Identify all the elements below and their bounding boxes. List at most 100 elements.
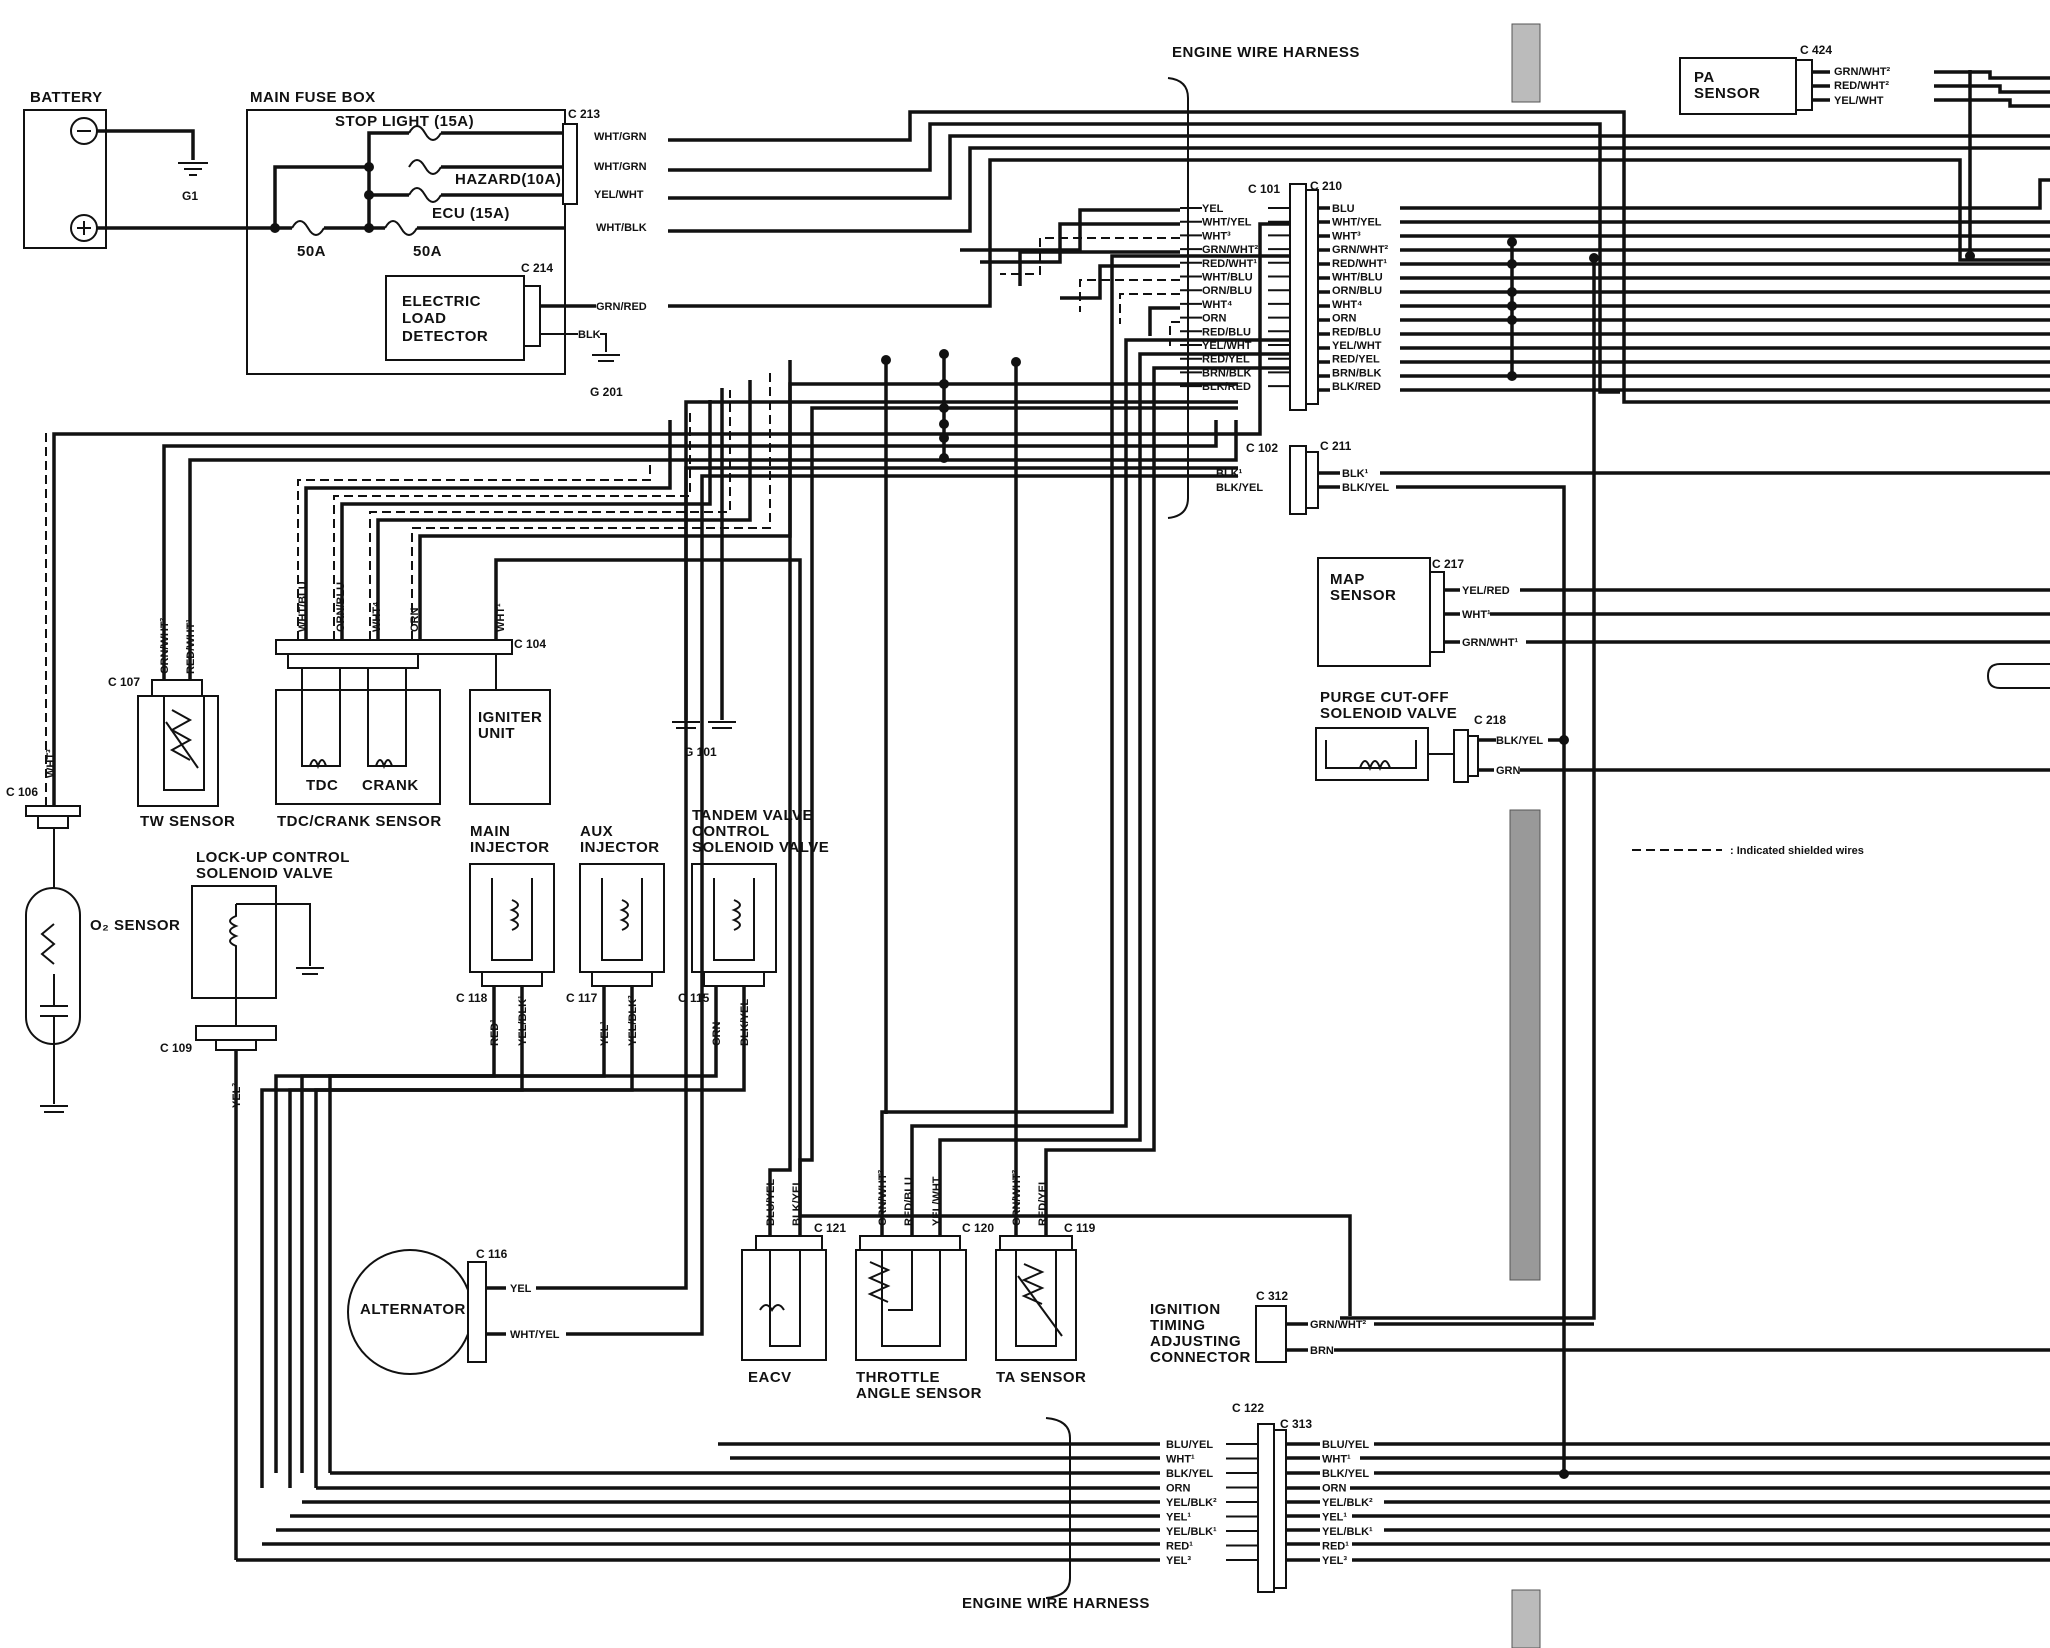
c313-right-wires [1286,1442,2050,1562]
connector-c107: C 107 [108,675,140,689]
wire-label: YEL [510,1283,532,1295]
connector-c210-label: C 210 [1310,179,1342,193]
eacv [741,1235,827,1361]
igniter-unit [469,689,551,805]
igniter-label: UNIT [478,725,515,742]
ground-label-g101: G 101 [684,745,717,759]
ta-sensor-label: TA SENSOR [996,1369,1086,1386]
connector-c211-label: C 211 [1320,439,1352,453]
injector-connector: C 117 [566,991,598,1005]
tdc-label: TDC [306,777,338,794]
wire-label: RED¹ [1166,1541,1193,1553]
injector-label: TANDEM VALVE [692,807,813,824]
fuse-50a-2: 50A [413,243,442,260]
pa-sensor-label: SENSOR [1694,85,1760,102]
wire-label: WHT⁴ [1332,299,1363,311]
connector-c217: C 217 [1432,557,1464,571]
wire-label: YEL³ [1166,1555,1191,1567]
connector-c119: C 119 [1064,1221,1096,1235]
c101-left-wire-labels: YELWHT/YELWHT³GRN/WHT²RED/WHT¹WHT/BLUORN… [1180,203,1290,393]
connector-c424: C 424 [1800,43,1832,57]
connector-c120: C 120 [962,1221,994,1235]
wire-label: BLK¹ [1216,468,1243,480]
wire-label: GRN/WHT² [1332,244,1389,256]
wire-label: BLK/YEL [1342,482,1389,494]
wire-label: YEL/BLK¹ [1166,1526,1217,1538]
wire-label: WHT/BLU [1202,272,1253,284]
wire-label: RED¹ [1322,1541,1349,1553]
ground-label-g201: G 201 [590,385,623,399]
wire-label: WHT/GRN [594,161,647,173]
injector-label: INJECTOR [580,839,660,856]
injector-label: MAIN [470,823,510,840]
wire-label: ORN/BLU [1332,285,1382,297]
wire-label: ORN [1202,313,1227,325]
wire-label: YEL¹ [1322,1512,1347,1524]
wire-label: WHT³ [1202,230,1231,242]
connector-c213: C 213 [568,107,600,121]
map-sensor-label: SENSOR [1330,587,1396,604]
wire-label: BLU/YEL [1166,1439,1213,1451]
wire-label: YEL³ [1322,1555,1347,1567]
harness-label-bottom: ENGINE WIRE HARNESS [962,1595,1150,1612]
wire-label: YEL/BLK² [1322,1497,1373,1509]
ignition-label: CONNECTOR [1150,1349,1251,1366]
wire-label: BRN [1310,1345,1334,1357]
wire-label: GRN/WHT¹ [1462,637,1519,649]
injector-label: SOLENOID VALVE [692,839,829,856]
connector-c313-label: C 313 [1280,1417,1312,1431]
wire-label: GRN/RED [596,301,647,313]
ta-sensor [995,1235,1077,1361]
fuse-ecu: ECU (15A) [432,205,510,222]
wire-label: YEL/WHT [1332,340,1382,352]
wire-label: BLK¹ [1342,468,1369,480]
connector-c104 [275,639,513,655]
ground-icon [178,162,208,176]
wire-label: BLU/YEL [1322,1439,1369,1451]
wire-label: WHT¹ [495,603,507,632]
connector-c102 [1289,445,1307,515]
ignition-label: ADJUSTING [1150,1333,1241,1350]
wire-label: ORN [1332,313,1357,325]
fuse-stop-light: STOP LIGHT (15A) [335,113,474,130]
wire-label: GRN/WHT² [1202,244,1259,256]
wire-label: YEL/WHT [1834,95,1884,107]
wire-label: YEL/WHT [1202,340,1252,352]
lockup-label: SOLENOID VALVE [196,865,333,882]
wire-label: WHT³ [1332,230,1361,242]
wire-label: BLK/YEL [1166,1468,1213,1480]
c122-left-wire-labels: BLU/YELWHT¹BLK/YELORNYEL/BLK²YEL¹YEL/BLK… [1166,1439,1258,1567]
ignition-label: IGNITION [1150,1301,1221,1318]
wire-label: BLK/YEL [1216,482,1263,494]
wire-label: WHT/YEL [1202,217,1252,229]
wire-label: WHT/YEL [1332,217,1382,229]
wire-label: RED/WHT¹ [1332,258,1387,270]
throttle-angle-sensor [855,1235,967,1361]
wire-label: RED/BLU [1332,326,1381,338]
eld-label-line: LOAD [402,310,447,327]
wire-label: BLK/RED [1332,381,1381,393]
wire-label: RED/WHT¹ [1202,258,1257,270]
wire-label: WHT⁴ [1202,299,1233,311]
injector-label: CONTROL [692,823,770,840]
tdc-crank-sensor-label: TDC/CRANK SENSOR [277,813,442,830]
tw-sensor-label: TW SENSOR [140,813,235,830]
wire-label: YEL/BLK² [1166,1497,1217,1509]
shaded-band [1509,809,1541,1281]
connector-c312: C 312 [1256,1289,1288,1303]
connector-c211 [1305,451,1319,509]
wire-label: WHT/BLU [1332,272,1383,284]
ground-label-g1: G1 [182,189,198,203]
wire-label: BLU [1332,203,1355,215]
battery-symbol [23,109,107,249]
wire-label: WHT¹ [1322,1454,1351,1466]
lockup-label: LOCK-UP CONTROL [196,849,350,866]
wire-label: YEL/WHT [594,189,644,201]
wire-label: GRN [1496,765,1521,777]
wire-label: WHT³ [45,749,57,778]
wire-label: YEL/RED [1462,585,1510,597]
fuse-hazard: HAZARD(10A) [455,171,561,188]
